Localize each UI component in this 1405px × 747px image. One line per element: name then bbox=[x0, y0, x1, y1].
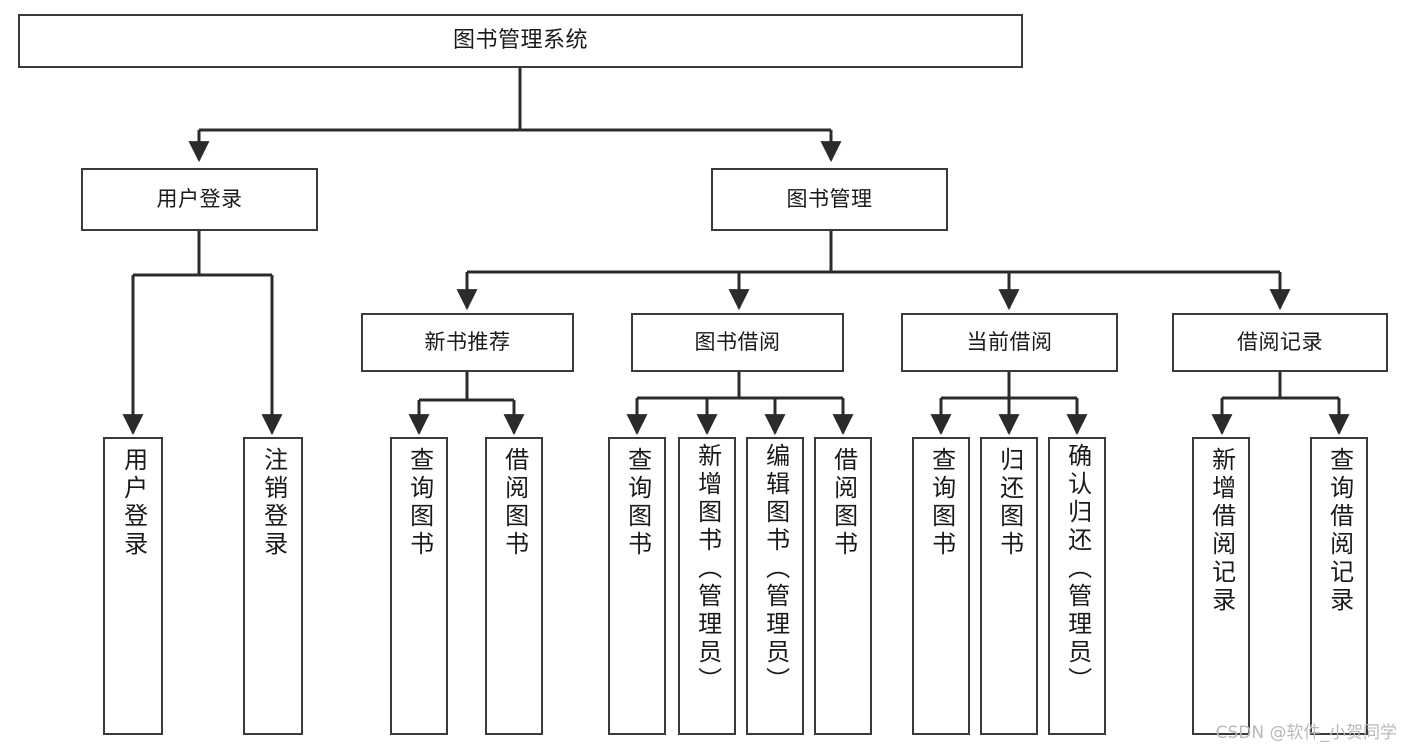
leaf-confirm-return-admin[interactable]: 确认归还（管理员） bbox=[1048, 437, 1106, 735]
node-label: 新书推荐 bbox=[424, 330, 511, 355]
leaf-query-book-current[interactable]: 查询图书 bbox=[912, 437, 970, 735]
node-label: 新增借阅记录 bbox=[1207, 447, 1236, 615]
node-current-borrow[interactable]: 当前借阅 bbox=[901, 313, 1118, 372]
node-label: 查询图书 bbox=[623, 447, 652, 559]
node-label: 用户登录 bbox=[119, 447, 148, 559]
leaf-add-book-admin[interactable]: 新增图书（管理员） bbox=[678, 437, 736, 735]
node-label: 查询图书 bbox=[405, 447, 434, 559]
node-label: 图书管理 bbox=[786, 187, 873, 212]
leaf-query-book-recommend[interactable]: 查询图书 bbox=[390, 437, 448, 735]
leaf-return-book[interactable]: 归还图书 bbox=[980, 437, 1038, 735]
node-label: 图书借阅 bbox=[694, 330, 781, 355]
leaf-user-login[interactable]: 用户登录 bbox=[103, 437, 163, 735]
csdn-watermark: CSDN @软件_小贺同学 bbox=[1215, 723, 1397, 743]
node-user-login[interactable]: 用户登录 bbox=[81, 168, 318, 231]
node-label: 编辑图书（管理员） bbox=[761, 443, 790, 695]
leaf-logout[interactable]: 注销登录 bbox=[243, 437, 303, 735]
node-label: 借阅图书 bbox=[829, 447, 858, 559]
leaf-query-borrow-record[interactable]: 查询借阅记录 bbox=[1310, 437, 1368, 735]
node-label: 查询借阅记录 bbox=[1325, 447, 1354, 615]
node-label: 查询图书 bbox=[927, 447, 956, 559]
leaf-borrow-book[interactable]: 借阅图书 bbox=[814, 437, 872, 735]
leaf-query-book-borrow[interactable]: 查询图书 bbox=[608, 437, 666, 735]
node-label: 归还图书 bbox=[995, 447, 1024, 559]
node-label: 当前借阅 bbox=[966, 330, 1053, 355]
node-label: 注销登录 bbox=[259, 447, 288, 559]
node-label: 新增图书（管理员） bbox=[693, 443, 722, 695]
node-borrow-record[interactable]: 借阅记录 bbox=[1172, 313, 1388, 372]
node-label: 图书管理系统 bbox=[452, 28, 588, 54]
node-label: 借阅记录 bbox=[1237, 330, 1323, 355]
node-label: 用户登录 bbox=[156, 187, 243, 212]
node-new-book-recommendation[interactable]: 新书推荐 bbox=[361, 313, 574, 372]
leaf-borrow-book-recommend[interactable]: 借阅图书 bbox=[485, 437, 543, 735]
node-label: 借阅图书 bbox=[500, 447, 529, 559]
leaf-edit-book-admin[interactable]: 编辑图书（管理员） bbox=[746, 437, 804, 735]
leaf-add-borrow-record[interactable]: 新增借阅记录 bbox=[1192, 437, 1250, 735]
node-root-book-management-system[interactable]: 图书管理系统 bbox=[18, 14, 1023, 68]
node-label: 确认归还（管理员） bbox=[1063, 443, 1092, 695]
node-book-borrow[interactable]: 图书借阅 bbox=[631, 313, 844, 372]
node-book-management[interactable]: 图书管理 bbox=[711, 168, 948, 231]
